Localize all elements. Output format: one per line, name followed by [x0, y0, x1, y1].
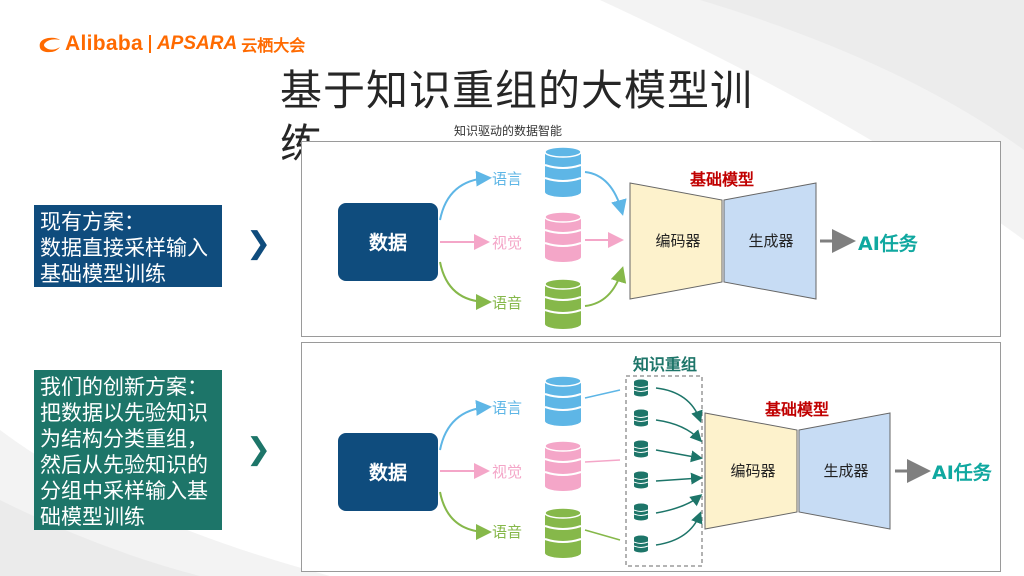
generator-block-2: [798, 412, 891, 530]
encoder-block-2: [704, 412, 798, 530]
ai-task-label: AI任务: [858, 232, 919, 255]
chevron-right-icon: ❯: [246, 226, 272, 261]
data-block-label: 数据: [369, 231, 407, 254]
logo-divider: [148, 35, 151, 53]
new-approach-line6: 础模型训练: [40, 505, 145, 529]
chevron-right-icon-2: ❯: [246, 432, 272, 467]
new-approach-line1: 我们的创新方案：: [40, 375, 208, 399]
current-approach-line3: 基础模型训练: [40, 262, 166, 286]
model-label: 基础模型: [689, 170, 754, 189]
current-approach-box: 现有方案： 数据直接采样输入 基础模型训练: [34, 205, 222, 287]
encoder-label: 编码器: [655, 232, 700, 250]
modality-language-2: 语言: [492, 399, 522, 417]
modality-audio: 语音: [492, 294, 522, 312]
encoder-label-2: 编码器: [730, 462, 775, 480]
alibaba-logo-icon: [39, 37, 60, 53]
logo-apsara-text: APSARA: [156, 33, 238, 54]
database-icon-vision-2: [544, 440, 582, 492]
database-icon-language: [544, 146, 582, 198]
page-title: 基于知识重组的大模型训练: [280, 66, 754, 169]
current-approach-line2: 数据直接采样输入: [40, 236, 208, 260]
generator-block: [723, 182, 817, 300]
database-icon-audio: [544, 278, 582, 330]
data-block-2: [338, 433, 438, 511]
generator-label: 生成器: [748, 232, 793, 250]
database-icon-vision: [544, 211, 582, 263]
model-label-2: 基础模型: [764, 400, 829, 419]
data-block: [338, 203, 438, 281]
new-approach-line3: 为结构分类重组，: [40, 427, 208, 451]
generator-label-2: 生成器: [823, 462, 868, 480]
regroup-databases: [633, 379, 649, 553]
modality-vision-2: 视觉: [492, 463, 522, 481]
ai-task-label-2: AI任务: [932, 461, 993, 484]
regroup-dashed-box: [625, 375, 703, 567]
logo-alibaba-text: Alibaba: [65, 32, 143, 55]
new-approach-box: 我们的创新方案： 把数据以先验知识 为结构分类重组， 然后从先验知识的 分组中采…: [34, 370, 222, 530]
current-approach-line1: 现有方案：: [40, 210, 145, 234]
encoder-block: [629, 182, 723, 300]
logo-event-text: 云栖大会: [241, 36, 306, 55]
brand-logo: Alibaba APSARA 云栖大会: [36, 30, 305, 58]
database-icon-language-2: [544, 375, 582, 427]
new-approach-line4: 然后从先验知识的: [40, 453, 208, 477]
modality-language: 语言: [492, 170, 522, 188]
modality-audio-2: 语音: [492, 523, 522, 541]
new-approach-line2: 把数据以先验知识: [40, 401, 208, 425]
database-icon-audio-2: [544, 507, 582, 559]
subtitle: 知识驱动的数据智能: [454, 124, 563, 138]
data-block-label-2: 数据: [369, 461, 407, 484]
new-approach-line5: 分组中采样输入基: [40, 479, 208, 503]
regroup-label: 知识重组: [633, 355, 697, 374]
modality-vision: 视觉: [492, 234, 522, 252]
